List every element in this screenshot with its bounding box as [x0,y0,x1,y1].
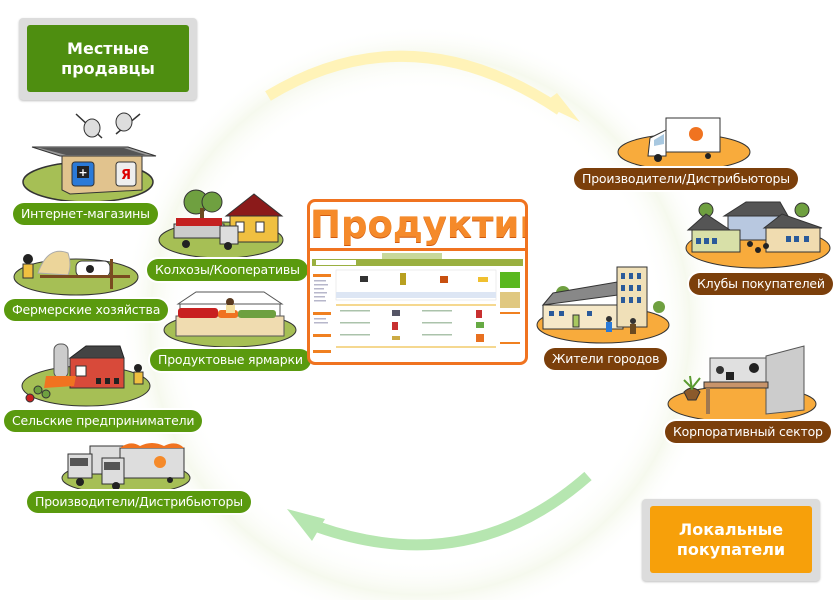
svg-text:+: + [78,166,87,179]
trucks-icon [61,443,191,495]
flow-arrowhead-bottom [287,509,325,541]
buyer-pill-producers[interactable]: Производители/Дистрибьюторы [574,168,798,190]
houses-icon [685,201,831,269]
flow-arrow-bottom [316,471,592,551]
seller-pill-rural-entrepreneurs[interactable]: Сельские предприниматели [4,410,203,432]
brand-logo: Продуктин [310,203,528,246]
seller-pill-food-fairs[interactable]: Продуктовые ярмарки [150,349,311,371]
seller-pill-cooperatives[interactable]: Колхозы/Кооперативы [147,259,308,281]
buyers-title: Локальные покупатели [650,506,812,573]
office-icon [667,345,817,423]
buyer-pill-buyer-clubs[interactable]: Клубы покупателей [689,273,833,295]
seller-pill-farms[interactable]: Фермерские хозяйства [4,299,169,321]
logo-divider [310,248,525,251]
delivery-van-icon [617,117,751,171]
flow-arrow-top [265,50,564,115]
flow-arrowhead-top [542,93,580,122]
seller-pill-producers[interactable]: Производители/Дистрибьюторы [27,491,251,513]
seller-pill-online-stores[interactable]: Интернет-магазины [13,203,158,225]
market-stall-icon [163,291,297,348]
online-store-icon: + Я [22,112,157,203]
sellers-header: Местные продавцы [19,18,197,100]
farm-icon [13,250,139,296]
buyers-header: Локальные покупатели [642,499,820,581]
cooperative-farm-icon [158,189,284,259]
website-screenshot [312,252,523,360]
buyer-pill-corporate[interactable]: Корпоративный сектор [665,421,831,443]
product-site-preview[interactable]: Продуктин [307,199,528,365]
sellers-title: Местные продавцы [27,25,189,92]
buyer-pill-city-residents[interactable]: Жители городов [544,348,668,370]
city-residents-icon [536,266,670,344]
svg-text:Я: Я [121,168,131,183]
barn-icon [21,343,151,407]
